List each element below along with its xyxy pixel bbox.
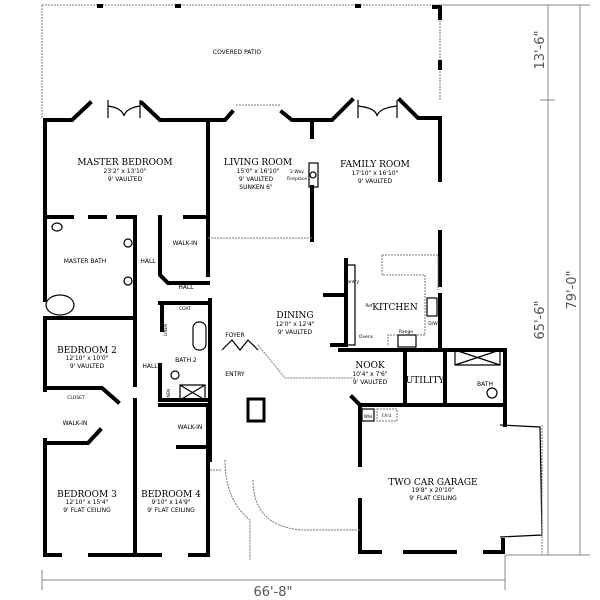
toilet-icon [486, 387, 498, 399]
svg-text:15'0" x 16'10": 15'0" x 16'10" [237, 168, 280, 175]
room-nook: NOOK 10'4" x 7'6" 9' VAULTED [352, 361, 388, 386]
room-foyer: FOYER [225, 332, 244, 339]
svg-text:MASTER BEDROOM: MASTER BEDROOM [77, 158, 172, 168]
toilet-icon [51, 222, 63, 232]
room-hall: HALL [178, 284, 194, 291]
svg-text:9' VAULTED: 9' VAULTED [108, 176, 143, 183]
svg-text:TWO CAR GARAGE: TWO CAR GARAGE [388, 478, 477, 488]
svg-text:9' FLAT CEILING: 9' FLAT CEILING [63, 507, 111, 514]
front-door[interactable] [221, 339, 259, 351]
room-coat: COAT [179, 306, 191, 312]
garage-door[interactable] [499, 424, 543, 538]
shower-icon [454, 349, 501, 366]
range-icon [397, 334, 417, 348]
svg-text:9' VAULTED: 9' VAULTED [239, 176, 274, 183]
room-hall: HALL [140, 258, 156, 265]
fixtures [45, 162, 501, 422]
room-linen: LINEN [166, 389, 171, 401]
svg-text:LIVING ROOM: LIVING ROOM [224, 158, 292, 168]
room-entry: ENTRY [225, 371, 245, 378]
svg-text:BEDROOM 2: BEDROOM 2 [57, 346, 117, 356]
room-bath-2: BATH 2 [175, 357, 197, 364]
room-bedroom-3: BEDROOM 3 12'10" x 15'4" 9' FLAT CEILING [57, 490, 117, 514]
bathtub-icon [45, 294, 75, 316]
room-garage: TWO CAR GARAGE 19'8" x 20'10" 9' FLAT CE… [364, 413, 478, 502]
bathtub-icon [192, 321, 207, 351]
ovens-pantry-icon [345, 264, 356, 346]
svg-text:Fireplace: Fireplace [287, 176, 307, 182]
svg-text:19'8" x 20'10": 19'8" x 20'10" [412, 487, 455, 494]
svg-text:12'10" x 15'4": 12'10" x 15'4" [66, 499, 109, 506]
sink-icon [170, 370, 180, 380]
room-kitchen: KITCHEN Pantry Ref Ovens Range D/W [345, 279, 438, 340]
svg-text:NOOK: NOOK [355, 361, 385, 371]
dimension-house-depth: 65'-6" [533, 300, 548, 339]
furnace-icon [376, 408, 398, 422]
room-closet: CLOSET [67, 395, 85, 401]
room-walk-in: WALK-IN [178, 424, 203, 431]
svg-text:12'0" x 12'4": 12'0" x 12'4" [275, 321, 314, 328]
svg-text:BEDROOM 3: BEDROOM 3 [57, 490, 117, 500]
room-living-room: LIVING ROOM 15'0" x 16'10" 9' VAULTED SU… [224, 158, 307, 191]
dimension-lines [41, 4, 590, 590]
room-walk-in: WALK-IN [63, 420, 88, 427]
svg-text:23'2" x 13'10": 23'2" x 13'10" [104, 168, 147, 175]
patio-doors[interactable] [107, 100, 398, 118]
svg-text:KITCHEN: KITCHEN [372, 303, 418, 313]
svg-text:F.A.U.: F.A.U. [381, 413, 392, 418]
room-bedroom-2: BEDROOM 2 12'10" x 10'0" 9' VAULTED [57, 346, 117, 370]
svg-text:9' VAULTED: 9' VAULTED [358, 178, 393, 185]
svg-text:Ref: Ref [365, 303, 373, 309]
svg-text:9' VAULTED: 9' VAULTED [278, 329, 313, 336]
svg-text:Range: Range [399, 329, 413, 335]
shower-icon [179, 384, 206, 401]
sink-icon [123, 276, 133, 286]
room-utility: UTILITY [406, 376, 446, 386]
dimension-total-depth: 79'-0" [565, 270, 580, 309]
svg-text:9' FLAT CEILING: 9' FLAT CEILING [147, 507, 195, 514]
room-family-room: FAMILY ROOM 17'10" x 16'10" 9' VAULTED [340, 160, 410, 185]
svg-text:D/W: D/W [428, 321, 438, 327]
room-bath: BATH [477, 381, 493, 388]
covered-patio-label: COVERED PATIO [213, 49, 261, 56]
svg-text:12'10" x 10'0": 12'10" x 10'0" [66, 355, 109, 362]
sink-icon [123, 238, 133, 248]
room-linen: LINEN [163, 324, 168, 336]
svg-text:9' VAULTED: 9' VAULTED [353, 379, 388, 386]
svg-text:SUNKEN 6": SUNKEN 6" [239, 184, 273, 191]
svg-text:Ovens: Ovens [359, 334, 374, 340]
room-dining: DINING 12'0" x 12'4" 9' VAULTED [275, 311, 314, 336]
dimension-patio-depth: 13'-6" [533, 30, 548, 69]
svg-text:9' VAULTED: 9' VAULTED [70, 363, 105, 370]
planter-icon [246, 397, 266, 423]
room-bedroom-4: BEDROOM 4 9'10" x 14'9" 9' FLAT CEILING [141, 490, 201, 514]
room-walk-in: WALK-IN [173, 240, 198, 247]
svg-text:9' FLAT CEILING: 9' FLAT CEILING [409, 495, 457, 502]
fireplace-icon [308, 162, 319, 188]
room-master-bedroom: MASTER BEDROOM 23'2" x 13'10" 9' VAULTED [77, 158, 172, 183]
svg-text:2 Way: 2 Way [290, 169, 304, 175]
interior-walls [43, 118, 507, 557]
covered-patio [41, 4, 442, 118]
room-master-bath: MASTER BATH [64, 258, 107, 265]
svg-text:10'4" x 7'6": 10'4" x 7'6" [352, 371, 388, 378]
svg-text:W/H: W/H [364, 414, 372, 419]
svg-text:9'10" x 14'9": 9'10" x 14'9" [151, 499, 190, 506]
water-heater-icon [361, 408, 375, 422]
room-hall: HALL [142, 363, 158, 370]
svg-text:BEDROOM 4: BEDROOM 4 [141, 490, 201, 500]
svg-text:FAMILY ROOM: FAMILY ROOM [340, 160, 410, 170]
kitchen-sink-icon [426, 297, 438, 317]
svg-text:DINING: DINING [276, 311, 313, 321]
dimension-width: 66'-8" [253, 585, 292, 600]
svg-text:17'10" x 16'10": 17'10" x 16'10" [352, 170, 399, 177]
svg-text:Pantry: Pantry [345, 279, 360, 285]
